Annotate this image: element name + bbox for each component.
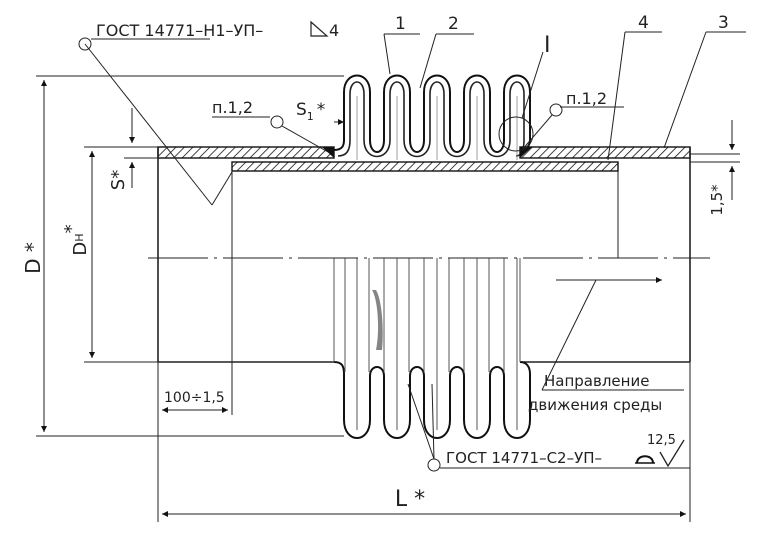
dim-100-label: 100÷1,5: [164, 390, 225, 406]
note-right-label: п.1,2: [566, 89, 607, 108]
item-1-label: 1: [395, 14, 406, 34]
weld-symbol-icon: [310, 20, 329, 37]
item-4-label: 4: [638, 13, 649, 33]
item-3-label: 3: [718, 13, 729, 33]
pipe-body: [157, 146, 691, 415]
direction-line1: Направление: [544, 372, 649, 390]
bellows-bottom-outline: [333, 361, 531, 439]
gost-top-leader-dot: [78, 37, 92, 51]
roughness-label: 12,5: [647, 433, 676, 448]
bellows-shadow: [372, 290, 383, 350]
inner-sleeve: [231, 161, 619, 172]
detail-I-label: I: [544, 33, 551, 58]
bellows-top: [322, 74, 532, 160]
note-right-dot: [549, 103, 563, 117]
note-left-label: п.1,2: [212, 98, 253, 117]
dim-s-label: S*: [108, 170, 129, 190]
note-left-dot: [270, 115, 284, 129]
gost-bottom-leader-dot: [427, 458, 441, 472]
dim-15-label: 1,5*: [708, 184, 726, 216]
dim-d-label: D *: [21, 242, 45, 274]
pipe-wall-top-left: [157, 146, 335, 159]
item-2-label: 2: [448, 14, 459, 34]
weld-seam-icon: [635, 455, 655, 464]
bellows-bottom: [333, 258, 531, 439]
detail-I-circle: [498, 116, 534, 152]
gost-top-label: ГОСТ 14771–Н1–УП–: [96, 21, 263, 40]
bellows-top-outer: [333, 74, 531, 153]
pipe-wall-top-right: [519, 146, 691, 159]
bellows-top-inner: [337, 81, 525, 158]
roughness-symbol-icon: [659, 439, 685, 468]
gost-top-suffix: 4: [329, 21, 339, 40]
dim-dh-label: DH*: [61, 224, 91, 255]
s1-label: S1*: [296, 100, 325, 123]
direction-line2: движения среды: [528, 396, 662, 414]
dim-l-label: L *: [395, 487, 425, 512]
gost-bottom-label: ГОСТ 14771–С2–УП–: [446, 449, 602, 467]
bellows-fins: [333, 258, 521, 430]
